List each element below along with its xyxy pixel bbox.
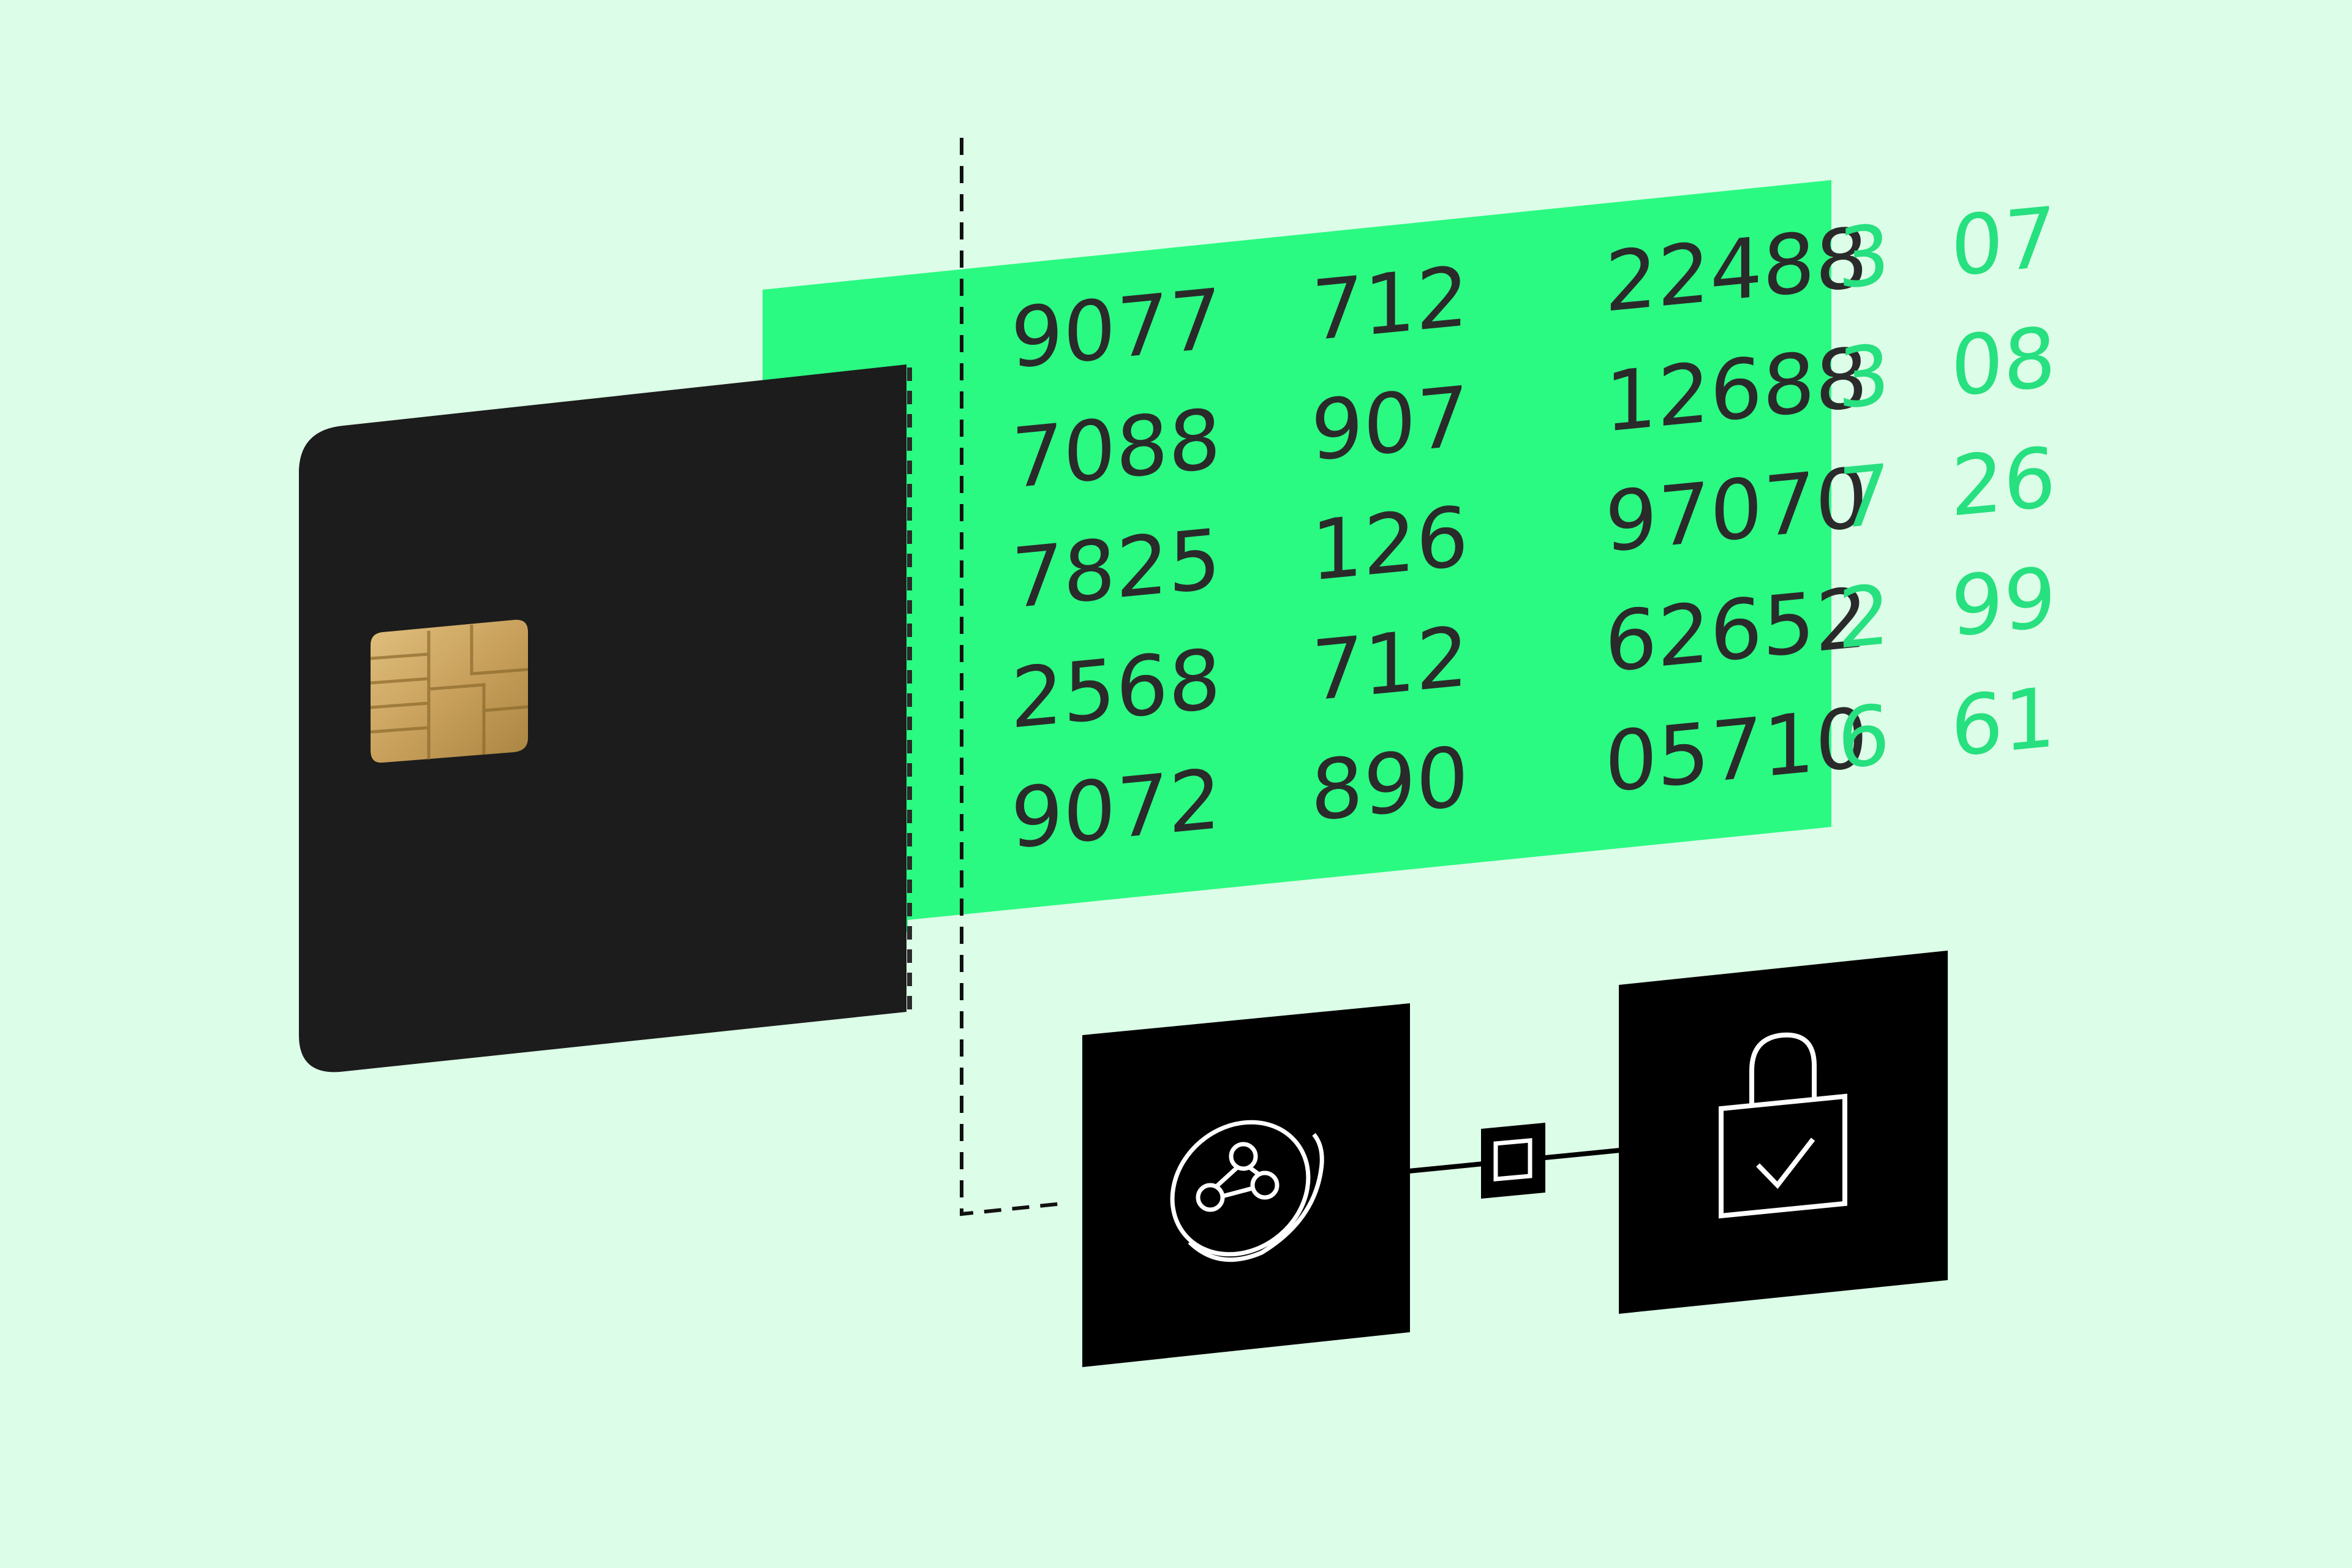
payment-card [299, 364, 907, 1072]
padlock-check-icon [1719, 1032, 1847, 1219]
num-col3-overflow-row3: 7 [1838, 446, 1890, 548]
num-col4-row1: 07 [1951, 189, 2056, 295]
data-panel [763, 180, 1831, 932]
num-col4-row3: 26 [1951, 429, 2056, 535]
num-col4-row4: 99 [1951, 549, 2056, 655]
num-col4-row2: 08 [1951, 309, 2056, 415]
num-col2-row4: 712 [1311, 608, 1469, 719]
num-col2-row5: 890 [1311, 728, 1469, 839]
num-col3-overflow-row5: 6 [1838, 686, 1890, 788]
number-grid: 9077 7088 7825 2568 9072 712 907 126 712… [1011, 189, 2056, 867]
num-col1-row2: 7088 [1011, 390, 1221, 507]
num-col3-overflow-row4: 2 [1838, 566, 1890, 668]
security-box [1619, 951, 1948, 1314]
connector-node-icon [1481, 1123, 1545, 1199]
emv-chip-icon [370, 619, 529, 763]
num-col3-overflow-row1: 3 [1838, 206, 1890, 307]
num-col1-row5: 9072 [1011, 750, 1221, 867]
token-box [1082, 1003, 1410, 1367]
token-coin-network-icon [1170, 1120, 1324, 1262]
num-col4-row5: 61 [1951, 669, 2056, 775]
num-col3-overflow-row2: 3 [1838, 326, 1890, 428]
num-col1-row1: 9077 [1011, 270, 1221, 387]
num-col2-row1: 712 [1311, 247, 1469, 359]
dashed-connector [960, 138, 1063, 1216]
num-col2-row3: 126 [1311, 488, 1469, 599]
num-col1-row4: 2568 [1011, 630, 1221, 747]
num-col1-row3: 7825 [1011, 510, 1221, 627]
num-col2-row2: 907 [1311, 368, 1469, 479]
